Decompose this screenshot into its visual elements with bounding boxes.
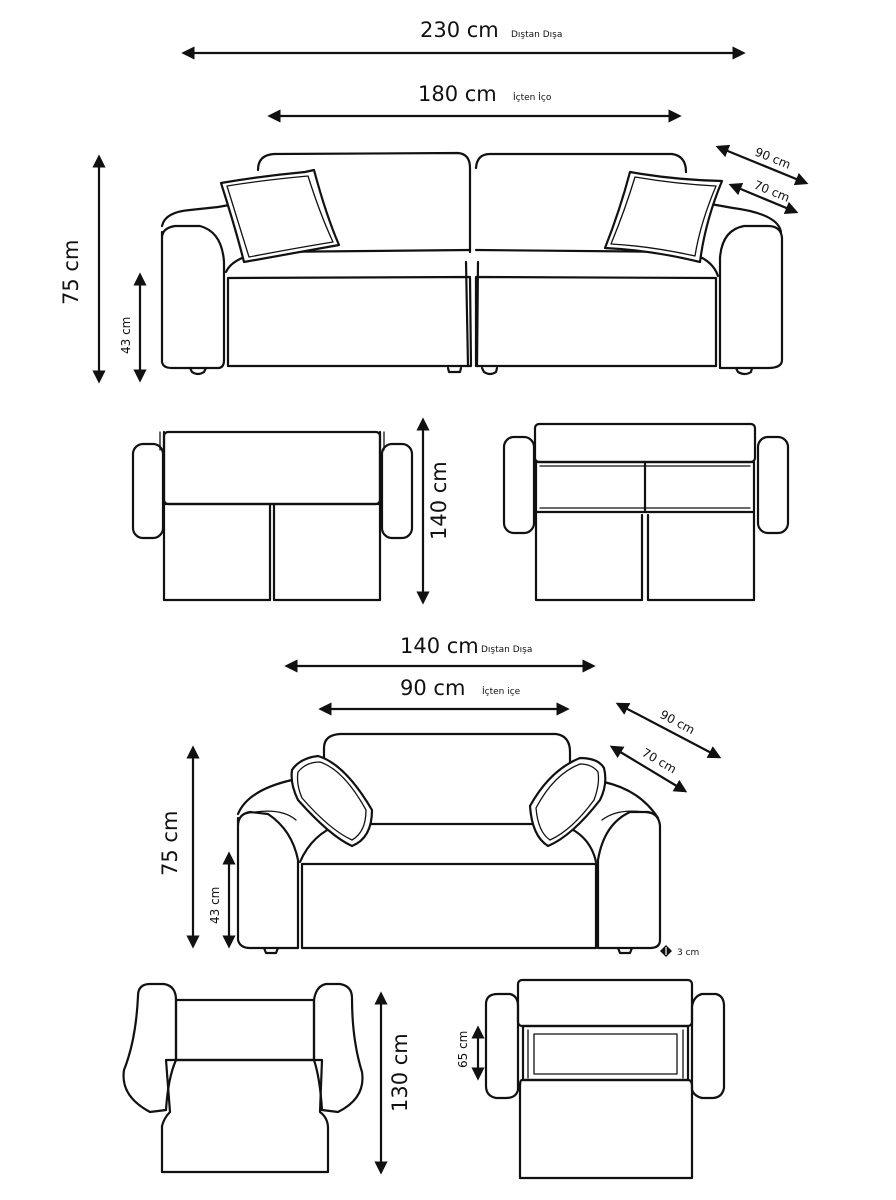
small-sofa-front-view — [236, 732, 662, 955]
height-seat-label: 43 cm — [119, 317, 133, 354]
bed-length-label: 140 cm — [427, 461, 451, 540]
depth-outer-label: 90 cm — [753, 145, 793, 172]
small-depth-inner-label: 70 cm — [640, 745, 679, 776]
width-inner-label: 180 cm — [418, 82, 497, 106]
small-width-outer-note: Dıştan Dışa — [481, 645, 532, 655]
width-outer-note: Dıştan Dışa — [511, 30, 562, 40]
height-total-label: 75 cm — [59, 240, 83, 305]
small-depth-inner-arrow — [609, 745, 688, 793]
small-height-total-label: 75 cm — [158, 811, 182, 876]
small-sofa-top-view-bed — [122, 982, 364, 1174]
storage-depth-label: 65 cm — [456, 1031, 470, 1068]
small-sofa-top-view-storage — [484, 978, 726, 1180]
depth-inner-arrow — [728, 182, 799, 215]
small-height-seat-label: 43 cm — [208, 887, 222, 924]
large-sofa-top-view-closed — [131, 430, 414, 602]
small-width-inner-label: 90 cm — [400, 676, 465, 700]
small-width-inner-note: İçten içe — [482, 686, 521, 697]
depth-outer-arrow — [715, 144, 809, 186]
width-outer-label: 230 cm — [420, 18, 499, 42]
small-width-outer-label: 140 cm — [400, 634, 479, 658]
width-inner-note: İçten İço — [513, 92, 552, 103]
small-depth-outer-label: 90 cm — [658, 707, 698, 737]
small-depth-outer-arrow — [615, 702, 722, 759]
small-bed-length-label: 130 cm — [388, 1033, 412, 1112]
depth-inner-label: 70 cm — [752, 178, 792, 205]
leg-height-indicator — [660, 945, 672, 957]
large-sofa-front-view — [160, 151, 784, 376]
leg-height-label: 3 cm — [677, 948, 699, 958]
large-sofa-top-view-open — [502, 422, 790, 602]
